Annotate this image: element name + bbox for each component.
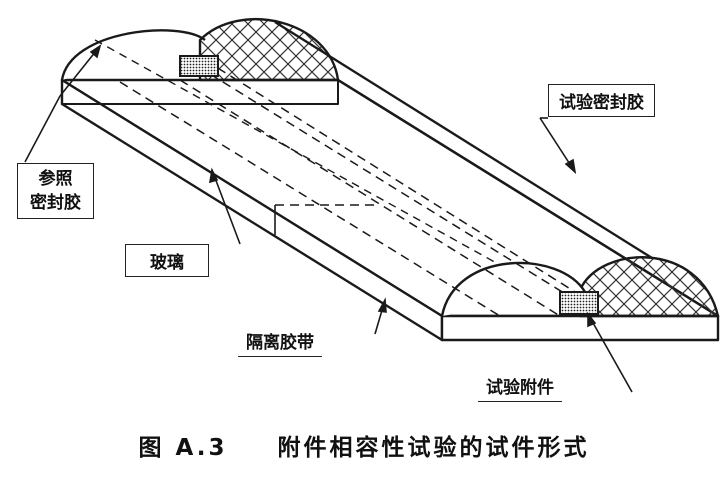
label-glass: 玻璃 xyxy=(125,244,209,277)
leader-test-accessory xyxy=(587,313,633,393)
figure-title: 附件相容性试验的试件形式 xyxy=(277,435,590,461)
leader-glass xyxy=(211,169,241,245)
label-reference-sealant-line1: 参照 xyxy=(38,169,73,189)
label-reference-sealant-line2: 密封胶 xyxy=(30,193,81,213)
label-test-accessory: 试验附件 xyxy=(478,370,562,402)
label-test-sealant: 试验密封胶 xyxy=(548,84,655,117)
figure-number: 图 A.3 xyxy=(138,435,228,461)
glass-plate-end xyxy=(440,314,720,342)
test-sealant-far-dome xyxy=(198,18,340,82)
test-sealant-top-edge xyxy=(274,20,653,260)
test-sealant-near-dome xyxy=(578,256,720,318)
label-reference-sealant: 参照 密封胶 xyxy=(17,163,94,219)
leader-reference-sealant xyxy=(24,95,61,163)
test-accessory-near xyxy=(559,291,599,315)
reference-sealant-far xyxy=(60,29,206,81)
figure-caption: 图 A.3 附件相容性试验的试件形式 xyxy=(0,428,728,462)
test-accessory-far xyxy=(179,55,219,77)
label-spacer-tape: 隔离胶带 xyxy=(238,325,322,357)
